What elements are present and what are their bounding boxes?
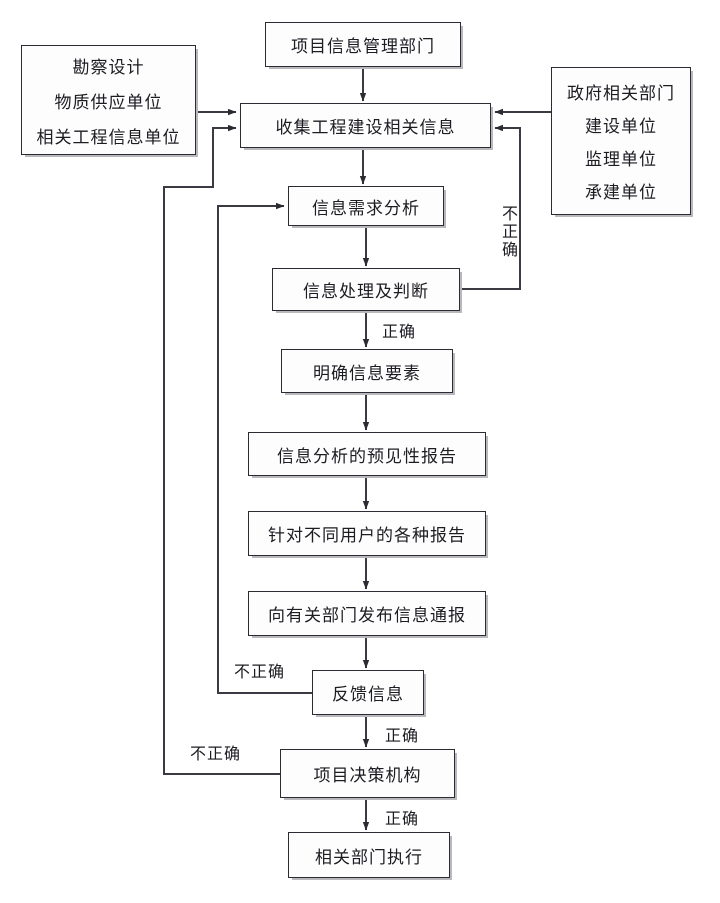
edge-label-incorrect_decision: 不正确: [190, 746, 242, 763]
node-label: 承建单位: [585, 183, 657, 202]
node-label: 信息分析的预见性报告: [277, 446, 457, 466]
node-feedback_info[interactable]: 反馈信息: [312, 670, 424, 715]
node-collect_info[interactable]: 收集工程建设相关信息: [240, 103, 491, 148]
node-sources_left[interactable]: 勘察设计物质供应单位相关工程信息单位: [21, 45, 196, 155]
node-label: 向有关部门发布信息通报: [268, 606, 466, 625]
node-label: 明确信息要素: [313, 363, 421, 383]
node-label: 信息处理及判断: [303, 282, 429, 301]
node-clarify_elements[interactable]: 明确信息要素: [281, 349, 453, 393]
edge-label-correct_process: 正确: [382, 324, 417, 341]
node-various_reports[interactable]: 针对不同用户的各种报告: [248, 511, 486, 556]
node-project_info_dept[interactable]: 项目信息管理部门: [265, 22, 461, 67]
node-label: 相关工程信息单位: [36, 127, 181, 147]
node-label: 勘察设计: [72, 57, 145, 77]
edge-label-correct_feedback: 正确: [385, 728, 420, 745]
node-label: 相关部门执行: [315, 847, 423, 867]
node-label: 针对不同用户的各种报告: [268, 526, 466, 545]
node-publish_bulletin[interactable]: 向有关部门发布信息通报: [248, 591, 486, 636]
node-decision_body[interactable]: 项目决策机构: [280, 749, 455, 798]
edge-label-correct_decision: 正确: [385, 811, 420, 828]
node-label: 项目决策机构: [313, 766, 422, 785]
node-dept_execute[interactable]: 相关部门执行: [288, 832, 450, 878]
node-predictive_report[interactable]: 信息分析的预见性报告: [248, 432, 486, 476]
node-label: 项目信息管理部门: [291, 37, 435, 56]
node-label: 收集工程建设相关信息: [275, 118, 456, 137]
node-label: 物质供应单位: [54, 92, 163, 112]
node-label: 信息需求分析: [312, 198, 420, 218]
edge-label-incorrect_process: 不正确: [499, 205, 516, 259]
node-label: 建设单位: [585, 117, 657, 136]
node-process_judge[interactable]: 信息处理及判断: [272, 268, 460, 311]
node-sources_right[interactable]: 政府相关部门建设单位监理单位承建单位: [551, 67, 691, 215]
node-label: 政府相关部门: [567, 84, 675, 103]
edge-label-incorrect_feedback: 不正确: [234, 664, 286, 681]
node-label: 监理单位: [585, 150, 657, 169]
node-label: 反馈信息: [332, 685, 404, 704]
node-demand_analysis[interactable]: 信息需求分析: [288, 186, 444, 226]
